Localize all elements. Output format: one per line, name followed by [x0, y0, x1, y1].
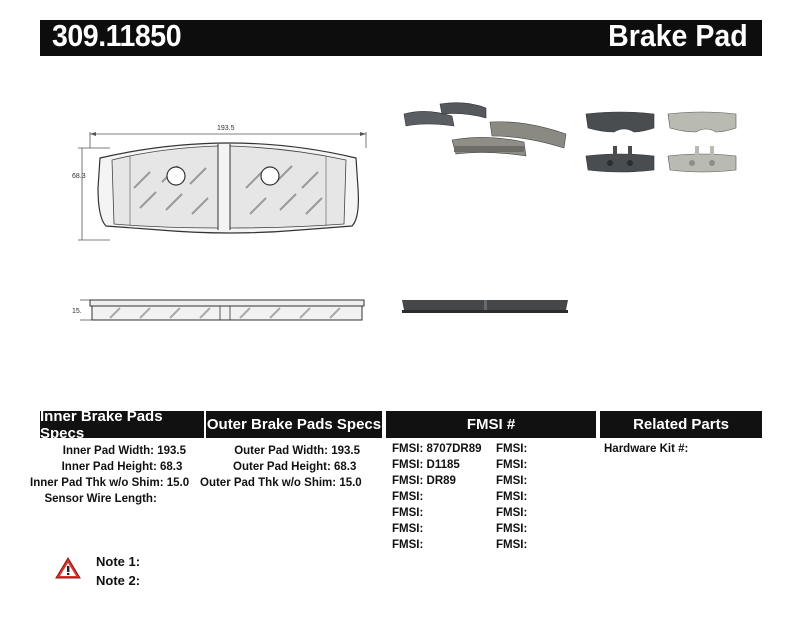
outer-spec-row: Outer Pad Height: 68.3 [233, 461, 357, 473]
product-photo-angled [403, 102, 567, 157]
fmsi-header: FMSI # [386, 411, 596, 438]
pad-front-drawing: 193.5 68.3 [72, 125, 367, 241]
fmsi-row: FMSI: [496, 523, 528, 535]
height-dimension: 68.3 [72, 173, 86, 180]
fmsi-row: FMSI: [392, 507, 424, 519]
fmsi-row: FMSI: [496, 443, 528, 455]
inner-spec-row: Sensor Wire Length: [44, 493, 157, 505]
fmsi-row: FMSI: [392, 523, 424, 535]
inner-specs-header: Inner Brake Pads Specs [40, 408, 204, 442]
part-number: 309.11850 [52, 18, 182, 53]
fmsi-row: FMSI: 8707DR89 [392, 443, 482, 455]
fmsi-row: FMSI: [496, 491, 528, 503]
outer-specs-header: Outer Brake Pads Specs [206, 411, 382, 438]
fmsi-row: FMSI: D1185 [392, 459, 460, 471]
fmsi-row: FMSI: [392, 539, 424, 551]
pad-side-drawing: 15. [72, 299, 365, 321]
document-type: Brake Pad [608, 18, 748, 53]
inner-specs-list: Inner Pad Width: 193.5 Inner Pad Height:… [30, 443, 190, 507]
title-bar [40, 20, 762, 56]
note-2: Note 2: [96, 573, 141, 588]
product-photo-side [402, 300, 568, 313]
warning-icon [55, 557, 81, 579]
outer-specs-list: Outer Pad Width: 193.5 Outer Pad Height:… [200, 443, 362, 491]
inner-spec-row: Inner Pad Thk w/o Shim: 15.0 [30, 477, 190, 489]
note-1: Note 1: [96, 554, 141, 569]
inner-spec-row: Inner Pad Width: 193.5 [62, 445, 186, 457]
thickness-dimension: 15. [72, 308, 82, 315]
inner-spec-row: Inner Pad Height: 68.3 [61, 461, 183, 473]
fmsi-row: FMSI: [392, 491, 424, 503]
fmsi-row: FMSI: [496, 459, 528, 471]
fmsi-row: FMSI: [496, 475, 528, 487]
outer-spec-row: Outer Pad Thk w/o Shim: 15.0 [200, 477, 362, 489]
hardware-kit-row: Hardware Kit #: [604, 443, 689, 455]
fmsi-column-left: FMSI: 8707DR89 FMSI: D1185 FMSI: DR89 FM… [392, 443, 492, 555]
product-photo-flat [585, 111, 737, 173]
fmsi-column-right: FMSI: FMSI: FMSI: FMSI: FMSI: FMSI: FMSI… [496, 443, 592, 555]
outer-spec-row: Outer Pad Width: 193.5 [234, 445, 360, 457]
fmsi-row: FMSI: DR89 [392, 475, 456, 487]
width-dimension: 193.5 [217, 125, 235, 132]
related-parts-list: Hardware Kit #: [604, 443, 754, 459]
fmsi-row: FMSI: [496, 507, 528, 519]
related-parts-header: Related Parts [600, 411, 762, 438]
fmsi-row: FMSI: [496, 539, 528, 551]
